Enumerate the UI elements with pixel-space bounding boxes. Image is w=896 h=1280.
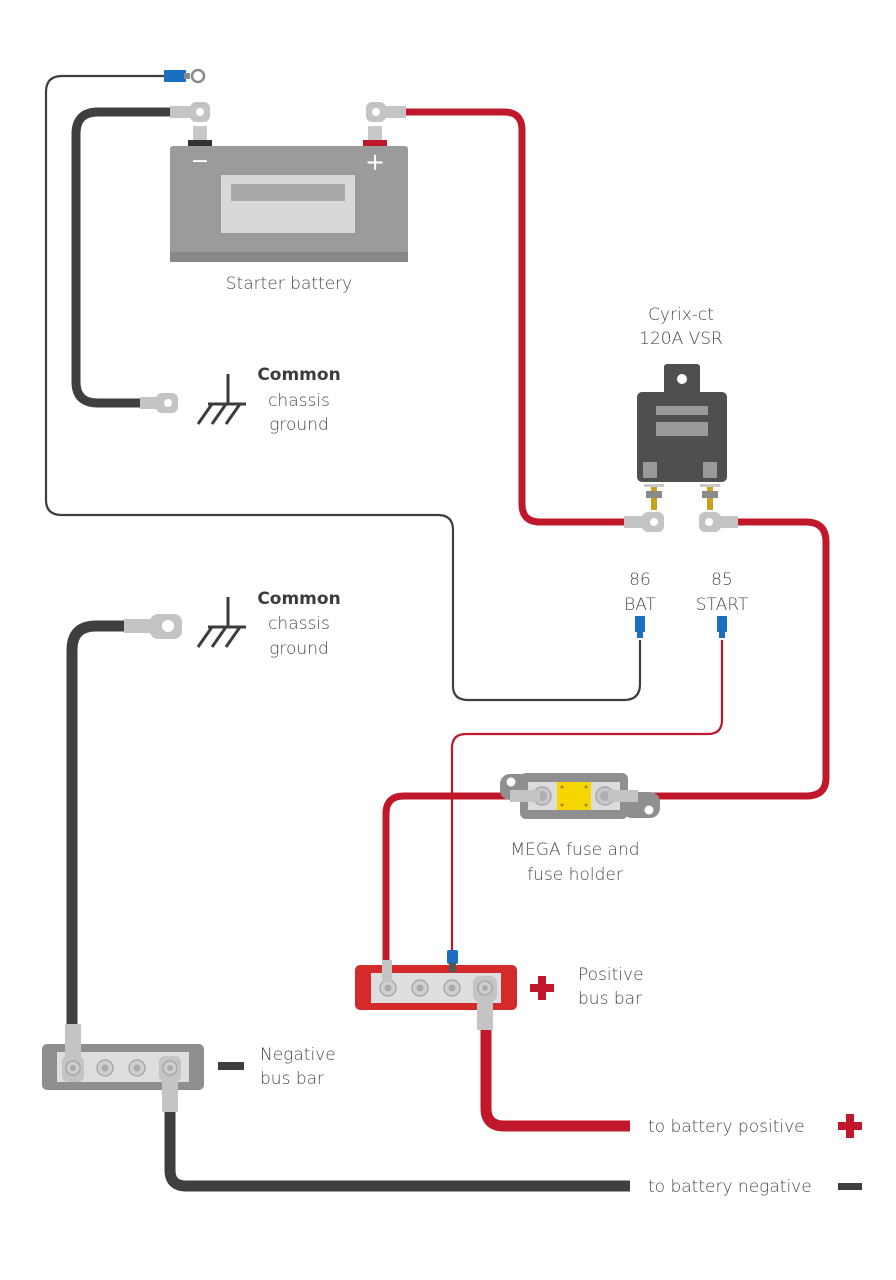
positive-post	[363, 140, 387, 146]
battery-negative-symbol: −	[191, 149, 209, 174]
terminal-86-name: BAT	[624, 595, 656, 615]
negative-busbar-label-line2: bus bar	[260, 1069, 324, 1089]
to-battery-positive-label: to battery positive	[648, 1117, 805, 1137]
positive-busbar-label-line2: bus bar	[578, 989, 642, 1009]
terminal-85-connector	[717, 616, 727, 638]
negative-minus-icon	[218, 1062, 244, 1070]
starter-battery-label: Starter battery	[226, 274, 352, 294]
vsr-lug-right	[699, 512, 738, 532]
battery-positive-symbol: +	[365, 148, 385, 176]
mega-fuse	[500, 773, 660, 819]
vsr-label-line2: 120A VSR	[639, 329, 723, 349]
cyrix-vsr	[637, 364, 727, 510]
negative-output-cable	[164, 1110, 630, 1192]
vsr-label-line1: Cyrix-ct	[648, 305, 714, 325]
negative-busbar-label-line1: Negative	[260, 1045, 336, 1065]
ground-symbol-top	[196, 374, 246, 425]
to-battery-negative-label: to battery negative	[648, 1177, 812, 1197]
terminal-86-connector	[635, 616, 645, 638]
ground-bottom-title: Common	[257, 589, 340, 609]
terminal-85-number: 85	[711, 570, 733, 590]
ground-bottom-line3: ground	[269, 639, 329, 659]
positive-output-cable	[480, 1030, 630, 1132]
battery-positive-cable	[400, 108, 628, 526]
positive-busbar-label-line1: Positive	[578, 965, 644, 985]
ground-symbol-bottom	[196, 597, 246, 648]
ground-top-line2: chassis	[268, 391, 330, 411]
battery-positive-lug	[366, 102, 406, 122]
positive-busbar	[355, 950, 517, 1030]
signal-wire-85	[450, 640, 724, 960]
positive-plus-icon	[530, 976, 554, 1000]
fuse-label-line2: fuse holder	[527, 865, 623, 885]
output-minus-icon	[838, 1183, 862, 1190]
vsr-lug-left	[624, 512, 664, 532]
terminal-86-number: 86	[629, 570, 651, 590]
starter-battery: − +	[170, 126, 408, 262]
output-plus-icon	[838, 1114, 862, 1138]
fuse-to-busbar-cable	[382, 792, 520, 962]
ground-to-negative-busbar-cable	[66, 620, 124, 1030]
battery-negative-lug	[170, 102, 210, 122]
ground-bottom-line2: chassis	[268, 614, 330, 634]
negative-busbar	[42, 1024, 204, 1112]
ground-lug-top	[140, 393, 178, 413]
blue-ring-connector	[164, 68, 206, 84]
negative-post	[188, 140, 212, 146]
ground-top-title: Common	[257, 365, 340, 385]
signal-wire-86	[44, 74, 642, 702]
ground-top-line3: ground	[269, 415, 329, 435]
fuse-label-line1: MEGA fuse and	[510, 840, 639, 860]
vsr-to-fuse-cable	[632, 518, 830, 800]
battery-negative-cable	[71, 107, 172, 408]
ground-lug-bottom	[124, 614, 182, 639]
terminal-85-name: START	[696, 595, 749, 615]
